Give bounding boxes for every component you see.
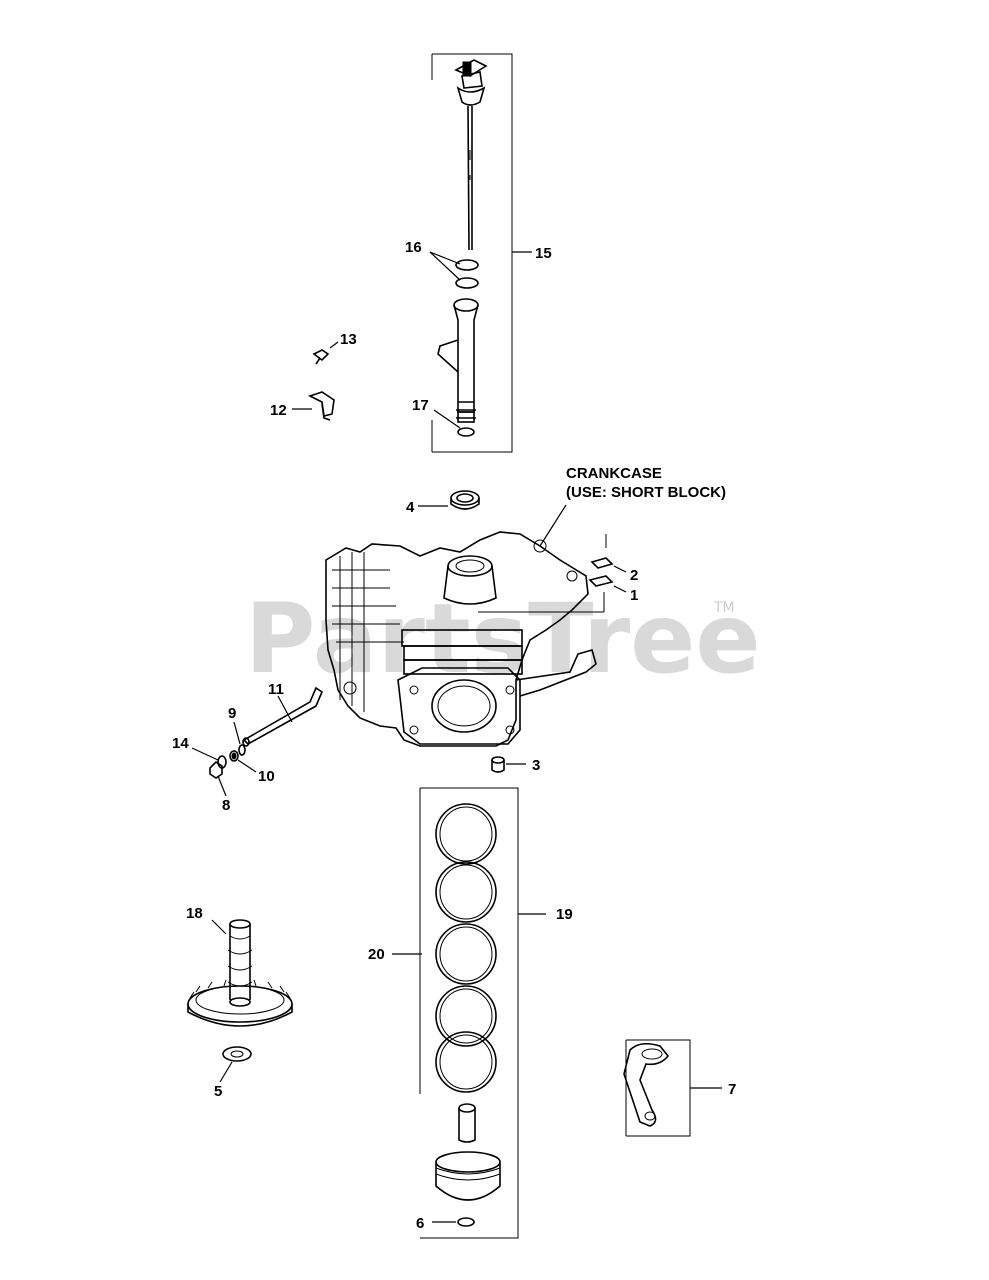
callout-10: 10 <box>258 768 275 785</box>
callout-6: 6 <box>416 1215 424 1232</box>
watermark-trademark: TM <box>713 600 735 616</box>
oil-seal-4-icon[interactable] <box>450 490 480 510</box>
callout-19: 19 <box>556 906 573 923</box>
plug-3-icon[interactable] <box>491 756 505 773</box>
o-ring-17-icon[interactable] <box>457 427 475 437</box>
governor-shaft-11-icon[interactable] <box>242 686 323 747</box>
callout-16: 16 <box>405 239 422 256</box>
bracket-12-icon[interactable] <box>307 391 335 421</box>
callout-3: 3 <box>532 757 540 774</box>
dipstick-group-bracket <box>431 53 532 453</box>
pin-1-icon[interactable] <box>588 575 614 587</box>
ring-set-20-icon[interactable] <box>435 803 497 1093</box>
callout-7: 7 <box>728 1081 736 1098</box>
crankcase-label-line1: CRANKCASE <box>566 465 662 482</box>
watermark-text: PartsTree <box>245 583 760 695</box>
camshaft-18-icon[interactable] <box>187 919 293 1027</box>
callout-20: 20 <box>368 946 385 963</box>
seal-10-icon[interactable] <box>229 750 239 762</box>
callout-2: 2 <box>630 567 638 584</box>
crankcase-label-line2: (USE: SHORT BLOCK) <box>566 484 726 501</box>
callout-11: 11 <box>268 681 284 698</box>
crankcase-icon[interactable] <box>325 531 597 747</box>
callout-12: 12 <box>270 402 287 419</box>
connecting-rod-7-icon[interactable] <box>623 1039 691 1137</box>
callout-18: 18 <box>186 905 203 922</box>
callout-14: 14 <box>172 735 189 752</box>
callout-1: 1 <box>630 587 638 604</box>
callout-8: 8 <box>222 797 230 814</box>
callout-4: 4 <box>406 499 415 516</box>
callout-15: 15 <box>535 245 552 262</box>
callout-5: 5 <box>214 1083 222 1100</box>
piston-pin-icon[interactable] <box>458 1103 476 1143</box>
o-ring-16-icon[interactable] <box>455 259 479 289</box>
washer-5-icon[interactable] <box>222 1046 252 1062</box>
screw-13-icon[interactable] <box>312 349 330 365</box>
callout-13: 13 <box>340 331 357 348</box>
nut-8-icon[interactable] <box>209 760 223 779</box>
piston-kit-bracket <box>419 787 546 1239</box>
callout-9: 9 <box>228 705 236 722</box>
retainer-6-icon[interactable] <box>457 1217 475 1227</box>
pin-2-icon[interactable] <box>590 534 614 569</box>
dipstick-tube-icon[interactable] <box>437 298 479 423</box>
callout-17: 17 <box>412 397 429 414</box>
washer-9-icon[interactable] <box>238 744 246 756</box>
piston-icon[interactable] <box>435 1151 501 1201</box>
dipstick-icon[interactable] <box>454 59 488 251</box>
